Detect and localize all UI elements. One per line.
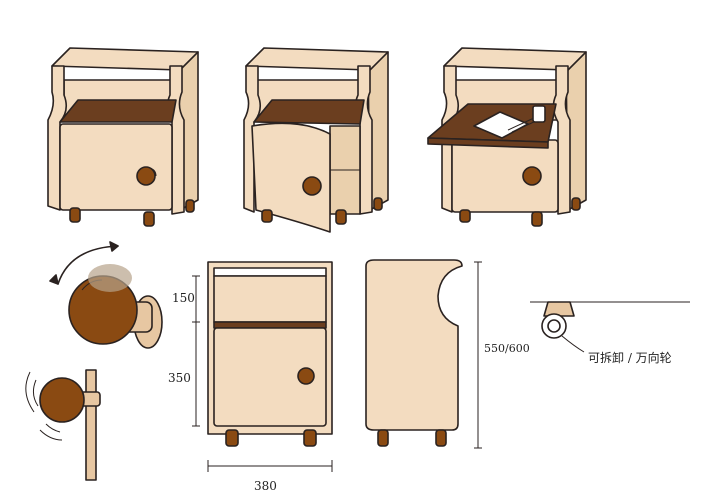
width-label: 380 — [254, 479, 277, 493]
knob-side-detail — [25, 369, 101, 481]
dimension-lines — [192, 261, 482, 472]
knob-rotation-detail — [49, 241, 163, 349]
upper-height-label: 150 — [172, 291, 195, 305]
door-knob-icon — [136, 166, 156, 186]
caster-detail — [530, 301, 690, 353]
total-height-label: 550/600 — [484, 342, 530, 355]
lower-height-label: 350 — [168, 371, 191, 385]
side-elevation — [365, 259, 463, 447]
front-elevation — [207, 261, 333, 447]
cabinet-closed-view — [47, 47, 199, 227]
cabinet-door-open-view — [243, 47, 389, 233]
cabinet-desk-flap-view — [427, 47, 587, 227]
caster-note: 可拆卸 / 万向轮 — [588, 350, 672, 365]
